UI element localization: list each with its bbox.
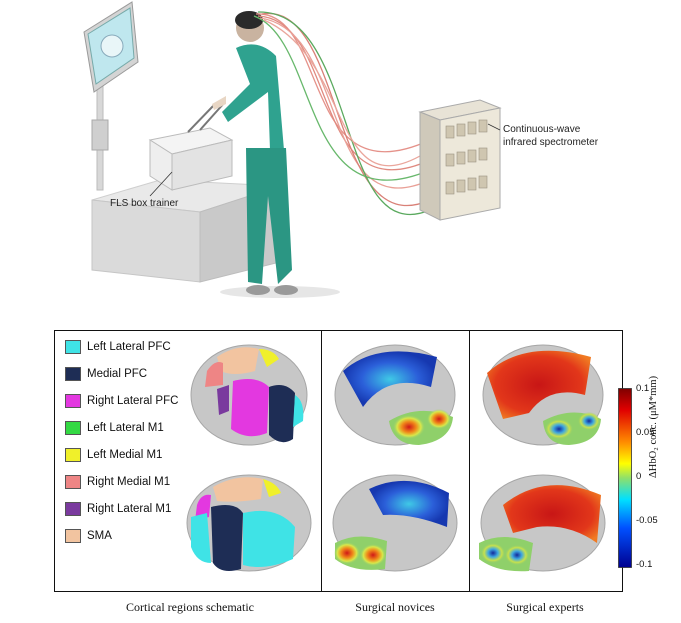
- legend-swatch: [65, 421, 81, 435]
- spectrometer-callout-line2: infrared spectrometer: [503, 137, 599, 148]
- legend-item: SMA: [65, 528, 112, 544]
- legend-swatch: [65, 529, 81, 543]
- table: [91, 179, 281, 283]
- legend-label: Right Lateral PFC: [87, 395, 179, 407]
- colorbar-tick: -0.05: [636, 515, 658, 526]
- legend-label: Left Lateral PFC: [87, 341, 171, 353]
- legend-label: Left Lateral M1: [87, 422, 164, 434]
- colorbar-tick: 0.1: [636, 383, 650, 394]
- legend-item: Medial PFC: [65, 366, 147, 382]
- legend-item: Right Lateral M1: [65, 501, 171, 517]
- spectrometer-callout-line1: Continuous-wave: [503, 124, 581, 135]
- legend-swatch: [65, 340, 81, 354]
- expert-brain-bottom: [479, 474, 606, 572]
- brain-panel: Left Lateral PFC Medial PFC Right Lateral …: [54, 330, 623, 592]
- hbo2-colorbar: [618, 388, 632, 568]
- novices-brains: [332, 344, 458, 572]
- legend-label: Right Medial M1: [87, 476, 171, 488]
- colorbar-tick: 0: [636, 471, 642, 482]
- panel-divider-2: [469, 331, 470, 591]
- optical-fibers: [253, 11, 431, 216]
- legend-swatch: [65, 502, 81, 516]
- novice-brain-bottom: [332, 474, 458, 572]
- surgeon-figure: [212, 11, 298, 295]
- legend-item: Left Lateral M1: [65, 420, 164, 436]
- legend-label: Medial PFC: [87, 368, 148, 380]
- legend-item: Right Medial M1: [65, 474, 170, 490]
- caption-experts: Surgical experts: [506, 600, 584, 614]
- expert-brain-top: [482, 344, 604, 446]
- legend-swatch: [65, 448, 81, 462]
- legend-item: Left Lateral PFC: [65, 339, 171, 355]
- fls-callout-line: [149, 171, 173, 197]
- colorbar-title: ΔHbO₂ conc. (μM*mm): [648, 375, 659, 478]
- legend-item: Left Medial M1: [65, 447, 162, 463]
- fls-box-trainer: [148, 101, 234, 191]
- legend-item: Right Lateral PFC: [65, 393, 178, 409]
- surgical-setup-illustration: [83, 1, 502, 298]
- panel-divider-1: [321, 331, 322, 591]
- colorbar-tick: -0.1: [636, 559, 653, 570]
- experts-brains: [479, 344, 606, 572]
- novice-brain-top: [334, 344, 456, 446]
- colorbar-tick: 0.05: [636, 427, 655, 438]
- schematic-brain-top: [190, 344, 308, 446]
- legend-swatch: [65, 394, 81, 408]
- spectrometer: [418, 99, 502, 221]
- caption-novices: Surgical novices: [355, 600, 435, 614]
- schematic-brains: [186, 344, 312, 572]
- legend-label: Right Lateral M1: [87, 503, 172, 515]
- legend-label: Left Medial M1: [87, 449, 163, 461]
- caption-schematic: Cortical regions schematic: [126, 600, 254, 614]
- legend-label: SMA: [87, 530, 112, 542]
- legend-swatch: [65, 367, 81, 381]
- fls-callout-label: FLS box trainer: [110, 198, 179, 209]
- schematic-brain-bottom: [186, 474, 312, 572]
- legend-swatch: [65, 475, 81, 489]
- spectrometer-callout-line: [487, 123, 501, 131]
- monitor: [83, 1, 139, 191]
